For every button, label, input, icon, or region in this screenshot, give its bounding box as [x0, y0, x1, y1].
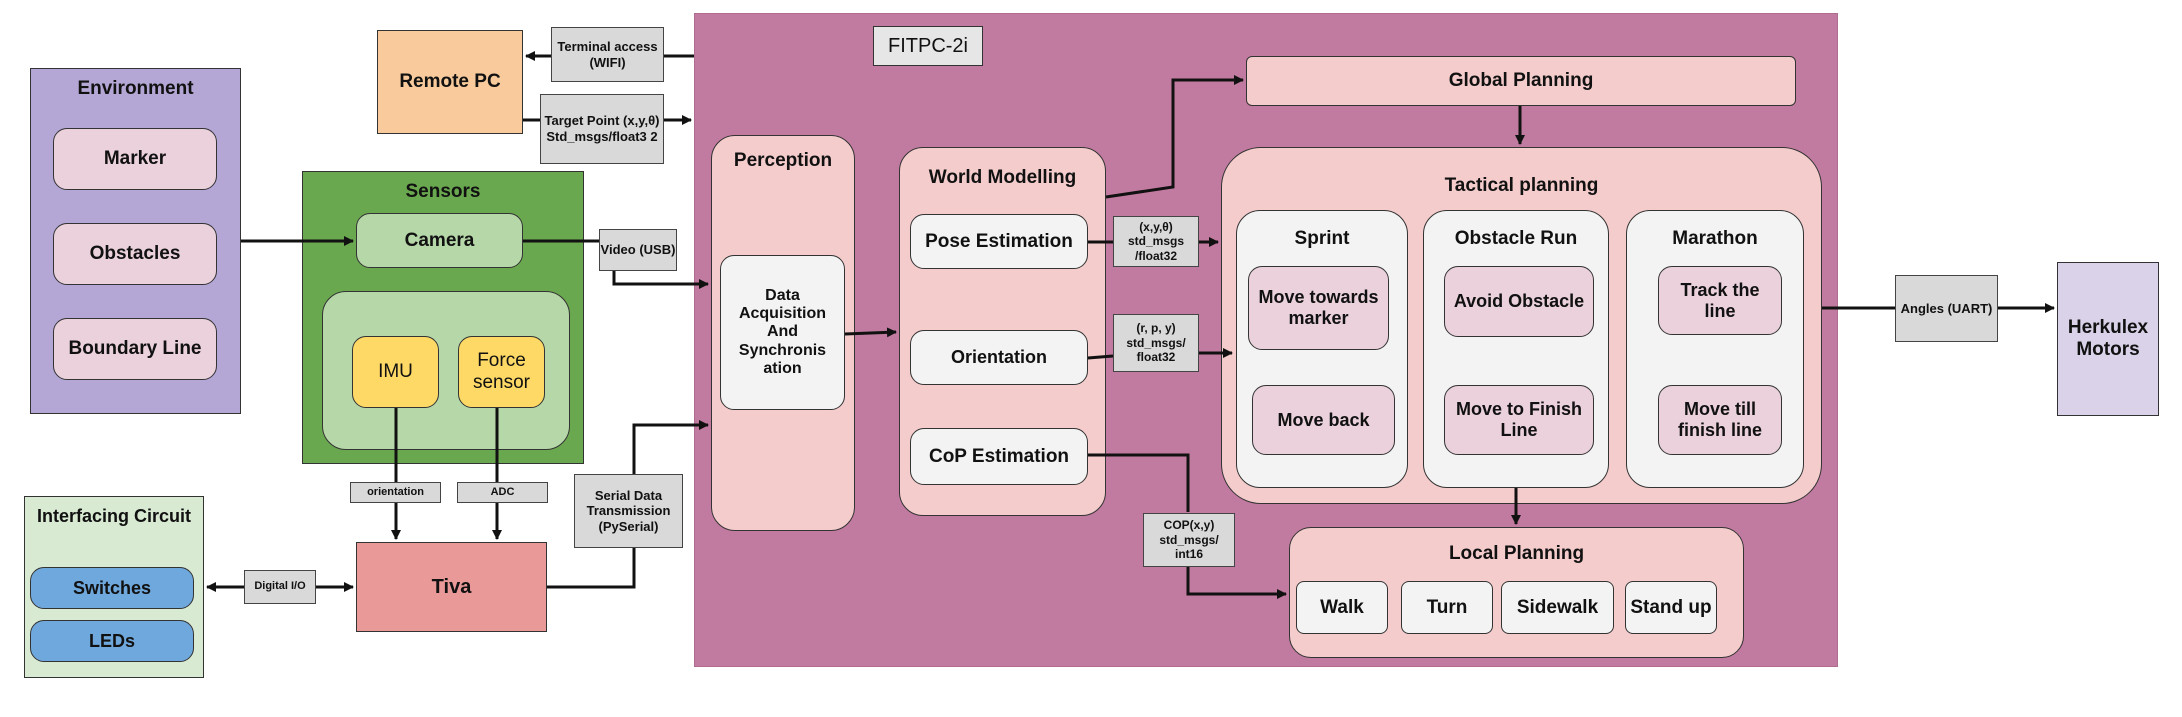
- move-back-node: Move back: [1252, 385, 1395, 455]
- boundary-line-node: Boundary Line: [53, 318, 217, 380]
- tiva-node: Tiva: [356, 542, 547, 632]
- move-to-finish-line-node: Move to Finish Line: [1444, 385, 1594, 455]
- fitpc-label: FITPC-2i: [873, 26, 983, 66]
- edge-cop-msg: COP(x,y) std_msgs/ int16: [1143, 513, 1235, 567]
- sidewalk-node: Sidewalk: [1501, 581, 1614, 634]
- pose-estimation-node: Pose Estimation: [910, 214, 1088, 269]
- world-modelling-title: World Modelling: [928, 167, 1077, 188]
- edge-rpy-msg: (r, p, y) std_msgs/ float32: [1113, 314, 1199, 372]
- force-sensor-node: Force sensor: [458, 336, 545, 408]
- move-till-finish-line-node: Move till finish line: [1658, 385, 1782, 455]
- edge-video: Video (USB): [599, 229, 677, 271]
- walk-node: Walk: [1296, 581, 1388, 634]
- perception-title: Perception: [733, 150, 833, 171]
- leds-node: LEDs: [30, 620, 194, 662]
- edge-digital-io: Digital I/O: [244, 570, 316, 604]
- global-planning-node: Global Planning: [1246, 56, 1796, 106]
- move-towards-marker-node: Move towards marker: [1248, 266, 1389, 350]
- edge-target-point: Target Point (x,y,θ) Std_msgs/float3 2: [540, 94, 664, 164]
- edge-orientation: orientation: [350, 482, 441, 503]
- switches-node: Switches: [30, 567, 194, 609]
- herkulex-motors-node: Herkulex Motors: [2057, 262, 2159, 416]
- turn-node: Turn: [1401, 581, 1493, 634]
- data-acquisition-node: Data Acquisition And Synchronis ation: [720, 255, 845, 410]
- local-planning-title: Local Planning: [1448, 543, 1585, 564]
- track-the-line-node: Track the line: [1658, 266, 1782, 335]
- edge-serial: Serial Data Transmission (PySerial): [574, 474, 683, 548]
- imu-node: IMU: [352, 336, 439, 408]
- remote-pc-node: Remote PC: [377, 30, 523, 134]
- sprint-title: Sprint: [1294, 228, 1350, 249]
- cop-estimation-node: CoP Estimation: [910, 428, 1088, 485]
- edge-pose-msg: (x,y,θ) std_msgs /float32: [1113, 216, 1199, 267]
- edge-terminal-access: Terminal access (WIFI): [551, 27, 664, 82]
- marker-node: Marker: [53, 128, 217, 190]
- interfacing-title: Interfacing Circuit: [36, 506, 192, 526]
- edge-angles: Angles (UART): [1895, 275, 1998, 342]
- marathon-title: Marathon: [1672, 228, 1758, 249]
- obstacles-node: Obstacles: [53, 223, 217, 285]
- obstacle-run-title: Obstacle Run: [1454, 228, 1578, 249]
- environment-title: Environment: [77, 78, 194, 99]
- edge-adc: ADC: [457, 482, 548, 503]
- tactical-planning-title: Tactical planning: [1444, 175, 1599, 196]
- sensors-title: Sensors: [405, 181, 481, 202]
- camera-node: Camera: [356, 213, 523, 268]
- stand-up-node: Stand up: [1625, 581, 1717, 634]
- orientation-node: Orientation: [910, 330, 1088, 385]
- avoid-obstacle-node: Avoid Obstacle: [1444, 266, 1594, 337]
